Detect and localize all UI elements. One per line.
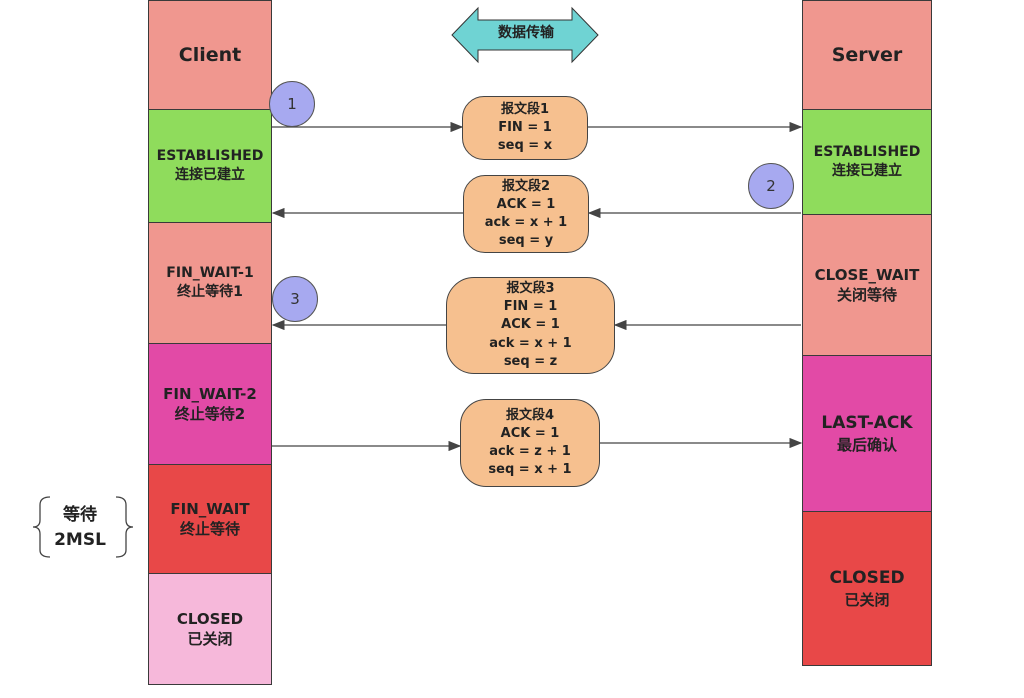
step-number: 1: [287, 95, 297, 113]
step-2-circle: 2: [748, 163, 794, 209]
state-name: FIN_WAIT: [170, 499, 250, 518]
segment-line: seq = x + 1: [488, 462, 572, 478]
segment-line: seq = x: [497, 138, 553, 154]
state-name: CLOSED: [829, 567, 905, 588]
step-1-circle: 1: [269, 81, 315, 127]
server-header: Server: [802, 0, 932, 110]
wait-label-line1: 等待: [63, 505, 97, 525]
segment-line: seq = y: [498, 233, 554, 249]
state-name: CLOSED: [176, 609, 244, 628]
state-name: FIN_WAIT-1: [166, 265, 254, 282]
segment-line: ack = x + 1: [489, 335, 572, 351]
segment-1: 报文段1 FIN = 1 seq = x: [462, 96, 588, 160]
segment-line: ACK = 1: [501, 317, 560, 333]
state-desc: 最后确认: [836, 435, 897, 454]
state-name: CLOSE_WAIT: [814, 265, 920, 284]
wait-bracket-left: [32, 496, 51, 558]
segment-line: 报文段4: [505, 407, 555, 423]
state-desc: 已关闭: [844, 590, 890, 609]
segment-line: ack = x + 1: [484, 215, 568, 230]
state-desc: 关闭等待: [836, 286, 897, 304]
segment-line: FIN = 1: [498, 119, 552, 135]
state-name: LAST-ACK: [821, 412, 913, 433]
state-desc: 终止等待: [179, 520, 240, 538]
server-state-last-ack: LAST-ACK 最后确认: [802, 355, 932, 512]
client-title: Client: [178, 44, 242, 66]
state-desc: 已关闭: [187, 630, 233, 648]
segment-line: 报文段1: [500, 101, 550, 117]
segment-line: FIN = 1: [503, 299, 558, 315]
state-desc: 连接已建立: [175, 167, 245, 183]
client-state-established: ESTABLISHED 连接已建立: [148, 109, 272, 223]
server-state-closed: CLOSED 已关闭: [802, 511, 932, 666]
data-transfer-label: 数据传输: [498, 25, 554, 41]
wait-2msl-label: 等待 2MSL: [40, 503, 120, 552]
server-title: Server: [831, 44, 903, 66]
segment-line: 报文段2: [501, 178, 551, 194]
state-name: FIN_WAIT-2: [163, 384, 257, 403]
server-state-close-wait: CLOSE_WAIT 关闭等待: [802, 214, 932, 356]
client-state-fin-wait: FIN_WAIT 终止等待: [148, 464, 272, 574]
step-number: 2: [766, 177, 776, 195]
client-state-closed: CLOSED 已关闭: [148, 573, 272, 685]
client-header: Client: [148, 0, 272, 110]
state-name: ESTABLISHED: [813, 144, 921, 161]
segment-line: ACK = 1: [500, 425, 560, 441]
segment-3: 报文段3 FIN = 1 ACK = 1 ack = x + 1 seq = z: [446, 277, 615, 374]
segment-line: seq = z: [503, 353, 558, 369]
step-number: 3: [290, 290, 300, 308]
state-name: ESTABLISHED: [156, 148, 264, 165]
step-3-circle: 3: [272, 276, 318, 322]
state-desc: 终止等待1: [177, 284, 243, 300]
client-state-fin-wait-2: FIN_WAIT-2 终止等待2: [148, 343, 272, 465]
wait-bracket-right: [115, 496, 134, 558]
state-desc: 终止等待2: [174, 405, 246, 423]
server-state-established: ESTABLISHED 连接已建立: [802, 109, 932, 215]
wait-label-line2: 2MSL: [54, 529, 106, 550]
segment-line: ACK = 1: [496, 196, 556, 212]
segment-line: ack = z + 1: [489, 444, 571, 459]
segment-line: 报文段3: [506, 281, 555, 297]
state-desc: 连接已建立: [832, 163, 902, 179]
segment-4: 报文段4 ACK = 1 ack = z + 1 seq = x + 1: [460, 399, 600, 487]
segment-2: 报文段2 ACK = 1 ack = x + 1 seq = y: [463, 175, 589, 253]
